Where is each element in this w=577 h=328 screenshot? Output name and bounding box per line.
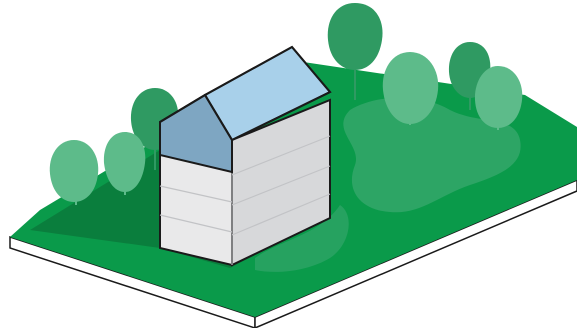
lawn-slab-left-side xyxy=(9,235,256,328)
lawn-patch-right xyxy=(343,97,521,213)
tree-icon xyxy=(474,66,523,130)
house-icon xyxy=(159,45,332,267)
tree-icon xyxy=(382,52,439,125)
tree-icon xyxy=(327,3,383,100)
tree-icon xyxy=(103,132,146,195)
lawn-patch-front xyxy=(255,205,349,272)
lawn-patches xyxy=(255,97,521,272)
tree-icon xyxy=(49,140,99,205)
trees-right xyxy=(382,52,523,130)
house-roof-outline xyxy=(159,45,332,142)
trees-left xyxy=(49,132,146,205)
